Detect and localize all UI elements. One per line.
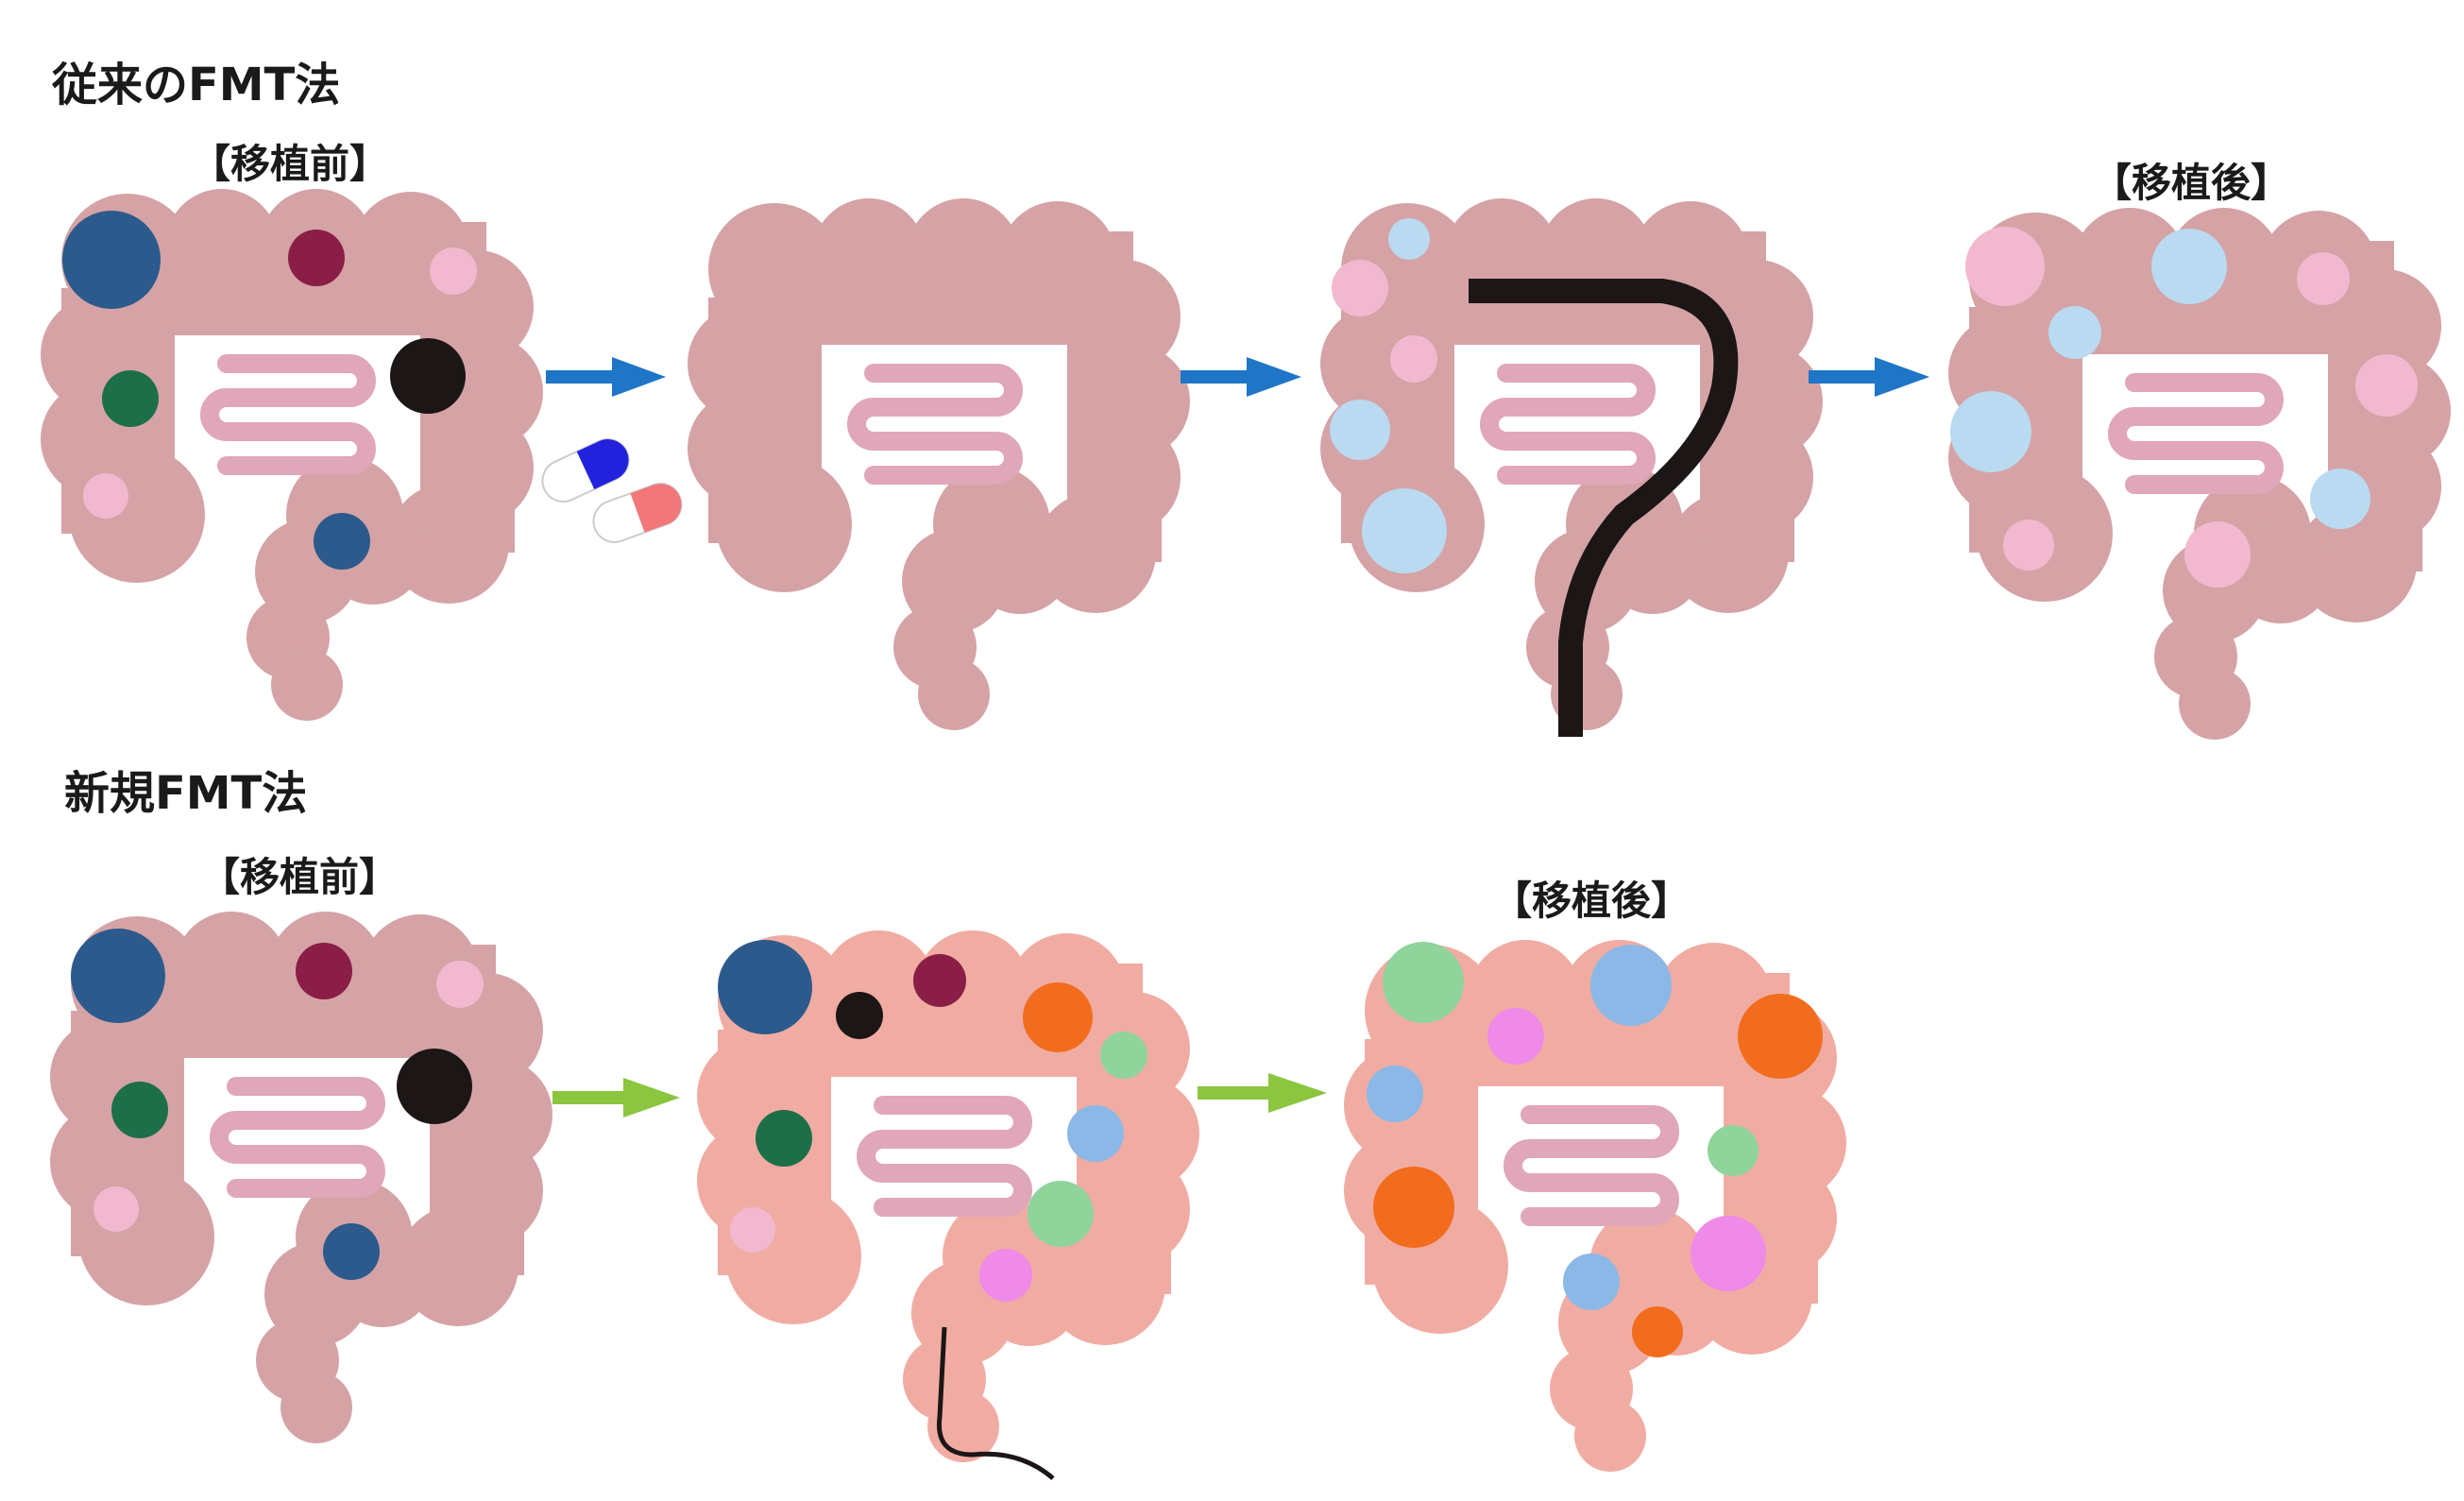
section-title-conventional: 従来のFMT法 xyxy=(52,59,341,111)
endoscope-icon xyxy=(1469,279,1739,737)
stage-label-after-new: 【移植後】 xyxy=(1492,878,1691,924)
neutral-bacteria-icon xyxy=(730,1207,775,1253)
arrow-icon xyxy=(1809,357,1929,397)
endoscope-icon xyxy=(936,1326,1055,1480)
good-bacteria-icon xyxy=(979,982,1147,1302)
neutral-bacteria-icon xyxy=(83,247,477,519)
arrow-icon xyxy=(1181,357,1301,397)
capsule-icon xyxy=(541,438,683,543)
arrow-icon xyxy=(552,1078,680,1117)
stage-label-before-conventional: 【移植前】 xyxy=(191,141,390,187)
bad-bacteria-icon xyxy=(71,929,472,1280)
good-bacteria-icon xyxy=(1367,942,1823,1357)
neutral-bacteria-icon xyxy=(1950,227,2418,588)
stage-label-before-new: 【移植前】 xyxy=(200,854,399,900)
arrow-icon xyxy=(546,357,666,397)
colon-cleared-conventional xyxy=(688,198,1190,730)
stage-label-after-conventional: 【移植後】 xyxy=(2092,160,2291,206)
arrow-icon xyxy=(1198,1073,1327,1113)
section-title-new: 新規FMT法 xyxy=(64,767,308,820)
neutral-bacteria-icon xyxy=(1330,218,1447,573)
bad-bacteria-icon xyxy=(62,211,466,570)
neutral-bacteria-icon xyxy=(93,961,484,1232)
bad-bacteria-icon xyxy=(718,940,966,1167)
